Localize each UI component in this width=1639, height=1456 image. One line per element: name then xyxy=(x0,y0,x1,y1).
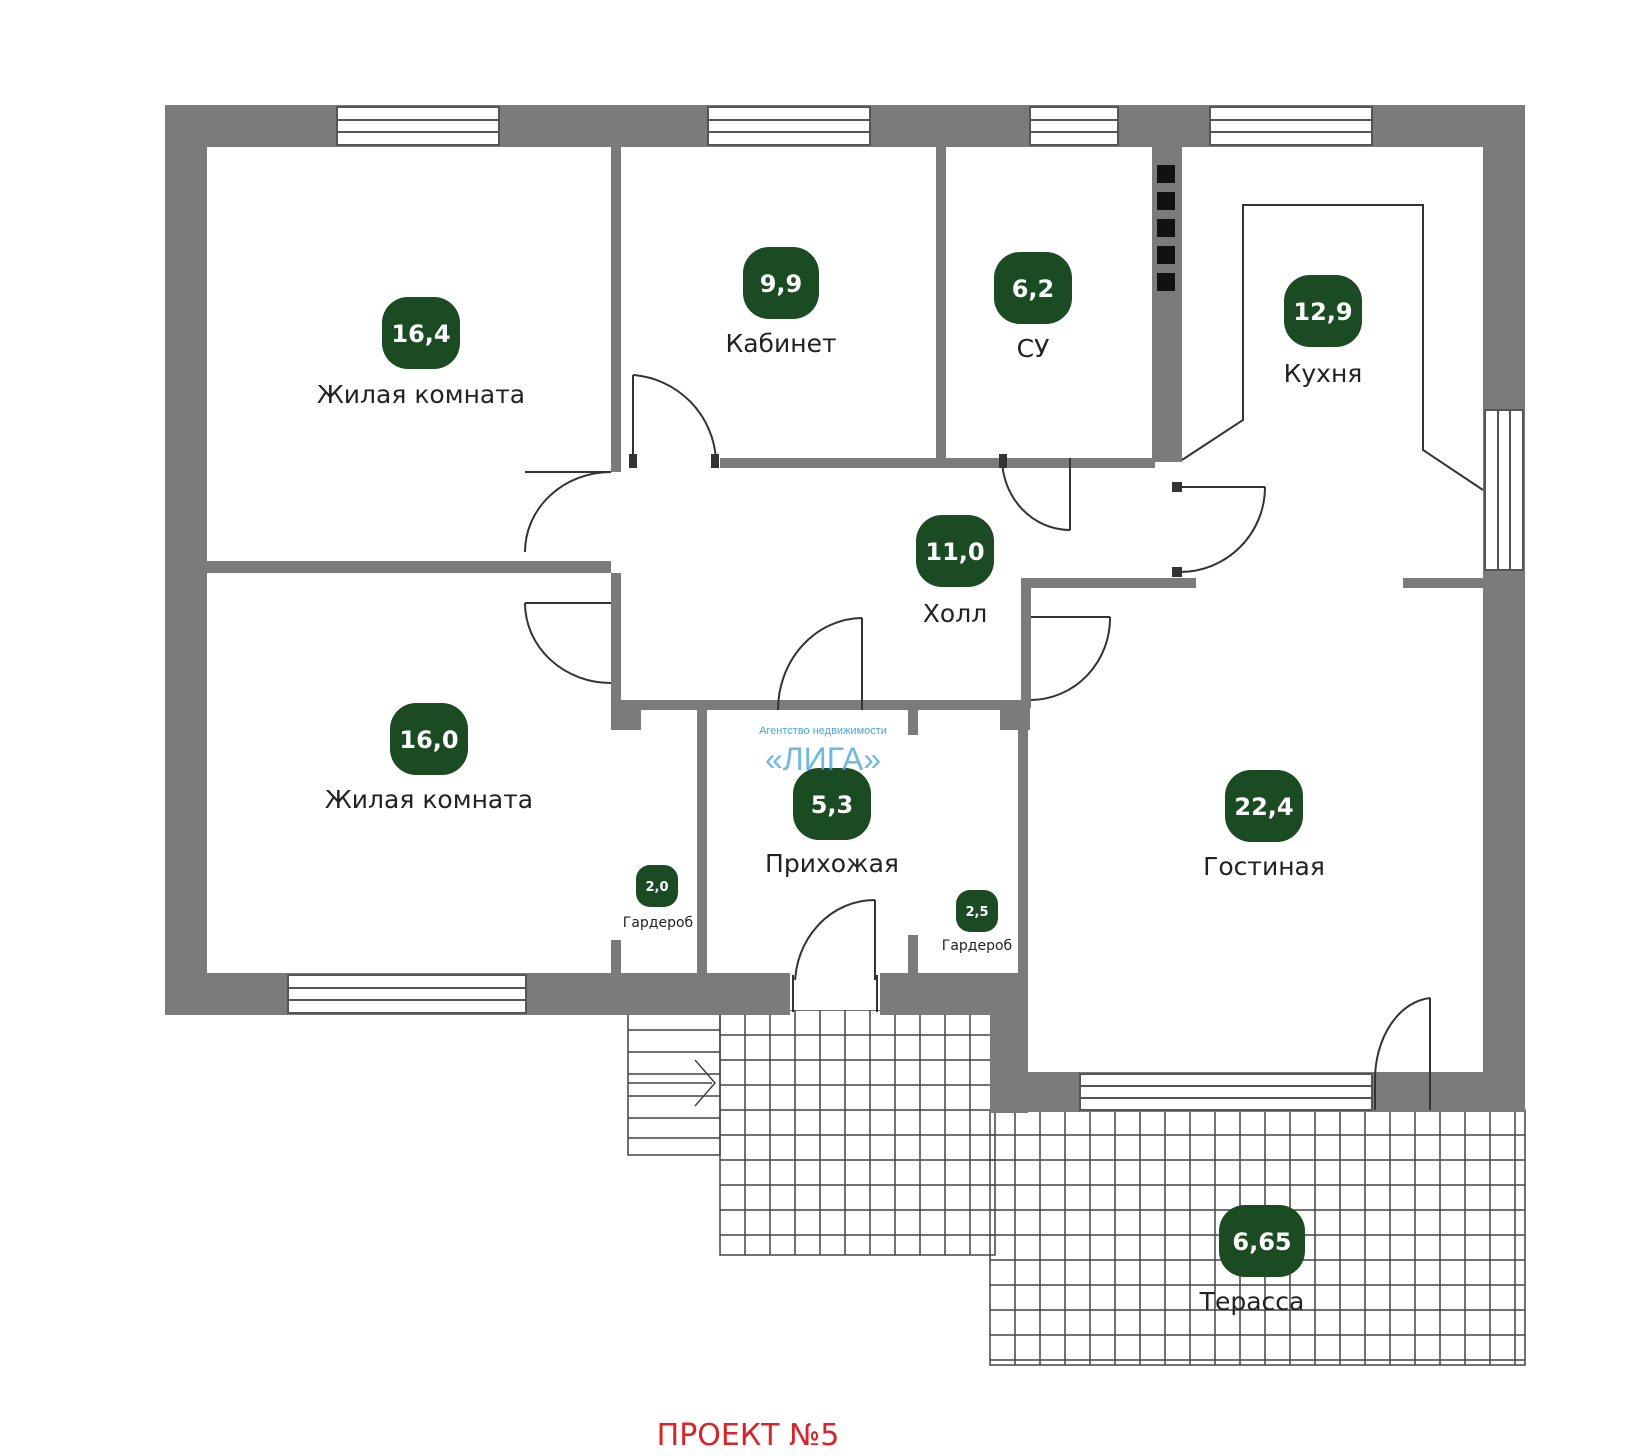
room-name: Гардероб xyxy=(623,915,693,931)
area-badge xyxy=(636,865,678,907)
area-badge xyxy=(916,515,994,587)
area-badge xyxy=(1219,1205,1305,1277)
room-name: Терасса xyxy=(1199,1287,1305,1316)
kitchen-counter xyxy=(1181,204,1484,491)
room-name: Гардероб xyxy=(942,938,1012,954)
area-value: 6,2 xyxy=(1012,275,1055,303)
area-badge xyxy=(382,297,460,369)
area-value: 16,4 xyxy=(391,320,450,348)
room-guest-room: 22,4 Гостиная xyxy=(1203,770,1325,881)
area-badge xyxy=(390,703,468,775)
windows xyxy=(287,106,1524,1111)
room-name: СУ xyxy=(1017,334,1050,363)
room-labels: 16,4 Жилая комната 9,9 Кабинет 6,2 СУ 12… xyxy=(317,247,1363,1316)
stairs xyxy=(627,1009,721,1156)
room-terrace: 6,65 Терасса xyxy=(1199,1205,1305,1316)
agency-watermark: Агентство недвижимости «ЛИГА» xyxy=(759,725,887,777)
area-value: 22,4 xyxy=(1234,793,1293,821)
room-cabinet: 9,9 Кабинет xyxy=(725,247,837,358)
terrace-grid xyxy=(719,1009,1526,1366)
room-hall: 11,0 Холл xyxy=(916,515,994,628)
room-bathroom: 6,2 СУ xyxy=(994,252,1072,363)
room-wardrobe-2: 2,5 Гардероб xyxy=(942,890,1012,954)
room-entrance: 5,3 Прихожая xyxy=(765,768,899,878)
room-name: Кабинет xyxy=(725,329,836,358)
area-value: 16,0 xyxy=(399,726,458,754)
room-name: Прихожая xyxy=(765,849,899,878)
area-value: 11,0 xyxy=(925,538,984,566)
area-badge xyxy=(793,768,871,840)
doors xyxy=(524,374,1431,1110)
area-badge xyxy=(956,890,998,932)
room-name: Кухня xyxy=(1284,359,1363,388)
watermark-line1: Агентство недвижимости xyxy=(759,725,887,737)
area-value: 6,65 xyxy=(1232,1228,1291,1256)
project-title: ПРОЕКТ №5 xyxy=(657,1418,840,1453)
area-value: 12,9 xyxy=(1293,298,1352,326)
room-living-2: 16,0 Жилая комната xyxy=(325,703,533,814)
area-value: 9,9 xyxy=(760,270,803,298)
room-name: Холл xyxy=(923,599,987,628)
area-badge xyxy=(743,247,819,319)
room-name: Гостиная xyxy=(1203,852,1325,881)
room-name: Жилая комната xyxy=(325,785,533,814)
area-badge xyxy=(1225,770,1303,842)
area-badge xyxy=(1284,275,1362,347)
room-living-1: 16,4 Жилая комната xyxy=(317,297,525,409)
area-value: 2,0 xyxy=(645,880,668,895)
area-badge xyxy=(994,252,1072,324)
area-value: 5,3 xyxy=(811,791,854,819)
area-value: 2,5 xyxy=(965,905,988,920)
room-kitchen: 12,9 Кухня xyxy=(1284,275,1363,388)
walls xyxy=(165,105,1525,1113)
room-name: Жилая комната xyxy=(317,380,525,409)
room-wardrobe-1: 2,0 Гардероб xyxy=(623,865,693,931)
watermark-line2: «ЛИГА» xyxy=(765,741,881,777)
vent-shaft xyxy=(1157,165,1175,291)
